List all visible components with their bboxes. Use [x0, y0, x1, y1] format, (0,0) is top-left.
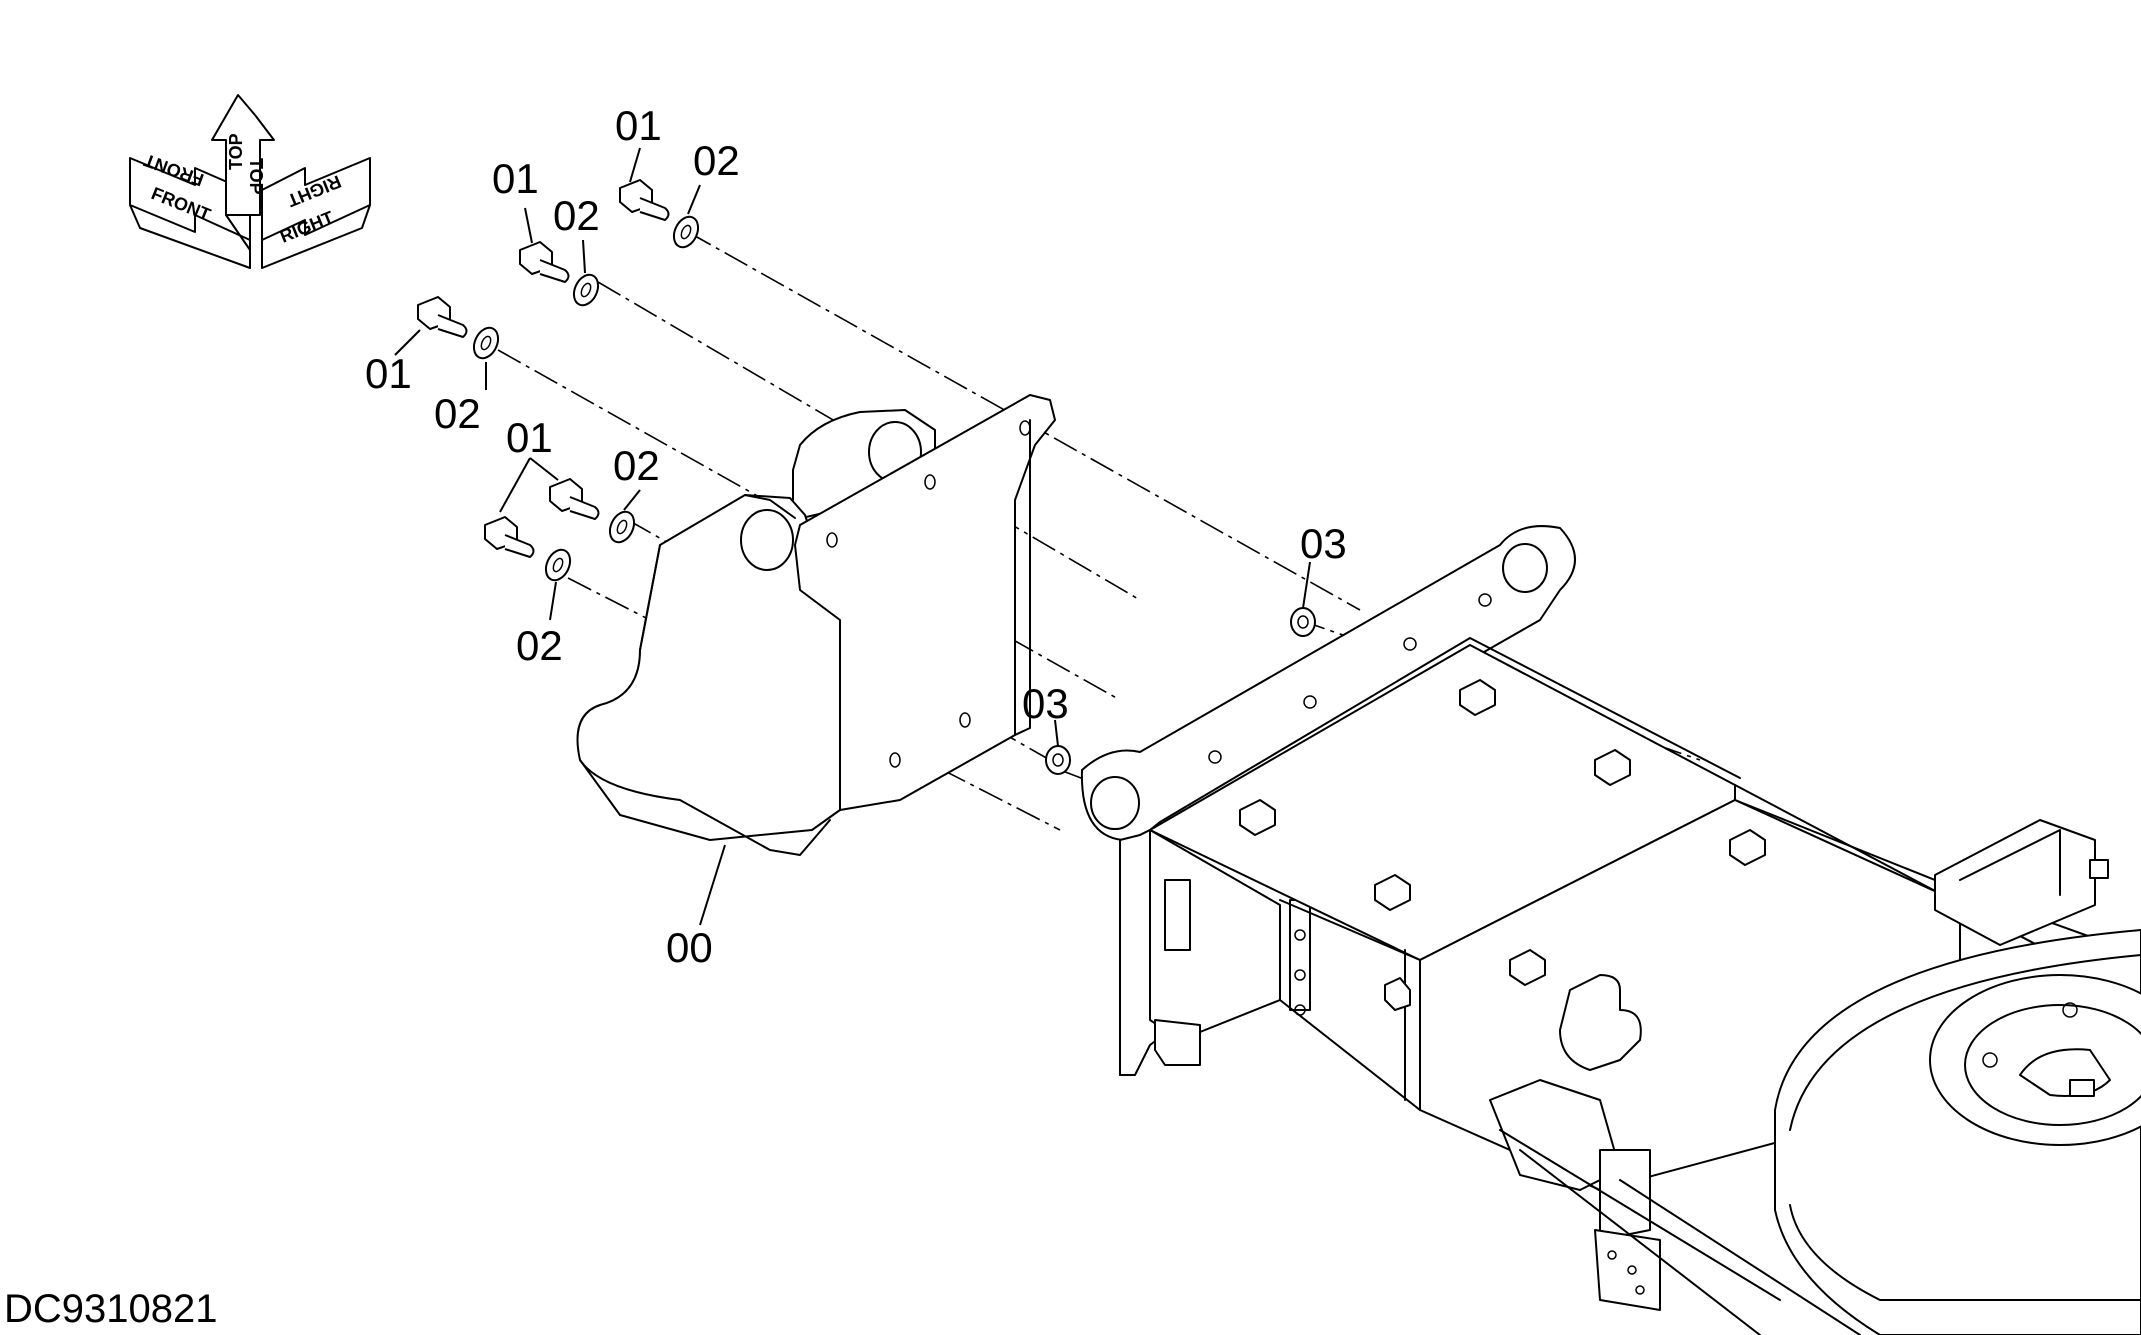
- washer-icon: [572, 273, 600, 307]
- bolt-icon: [619, 179, 670, 221]
- bolt-icon: [417, 296, 468, 338]
- washer-icon: [608, 510, 636, 544]
- frame-structure: [1080, 525, 2141, 1335]
- washer-icon: [544, 548, 572, 582]
- callout-washer: 02: [516, 622, 563, 669]
- orientation-top-label: TOP: [226, 133, 246, 170]
- bolt-icon: [519, 241, 570, 283]
- washer-icon: [672, 215, 700, 249]
- callout-nut: 03: [1022, 680, 1069, 727]
- orientation-top-label-mirror: TOP: [246, 158, 266, 195]
- callout-bracket: 00: [666, 924, 713, 971]
- leader-lines: [394, 147, 1311, 926]
- callout-washer: 02: [613, 442, 660, 489]
- callout-washer: 02: [553, 192, 600, 239]
- callout-bolt: 01: [506, 414, 553, 461]
- orientation-arrows-icon: FRONT FRONT TOP TOP RIGHT RIGHT: [129, 94, 371, 269]
- mounting-bracket: [576, 394, 1056, 856]
- callout-bolt: 01: [615, 102, 662, 149]
- nut-icon: [1290, 607, 1316, 637]
- callout-bolt: 01: [365, 350, 412, 397]
- washer-icon: [472, 326, 500, 360]
- callout-bolt: 01: [492, 155, 539, 202]
- document-id: DC9310821: [4, 1287, 218, 1331]
- callout-washer: 02: [693, 137, 740, 184]
- bolt-icon: [484, 516, 535, 558]
- callout-nut: 03: [1300, 520, 1347, 567]
- callout-washer: 02: [434, 390, 481, 437]
- callout-labels: 01 02 01 02 01 02 01 02 02 03 03 00: [365, 102, 1347, 971]
- bolt-icon: [549, 478, 600, 520]
- nut-icon: [1045, 745, 1071, 775]
